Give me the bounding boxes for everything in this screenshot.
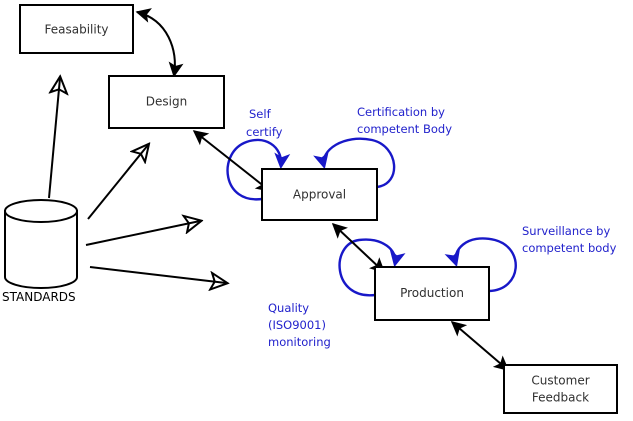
certification-line2: competent Body <box>357 122 452 136</box>
surveillance-line1: Surveillance by <box>522 224 610 238</box>
node-customer-feedback[interactable]: Customer Feedback <box>503 364 618 414</box>
connection-design-approval <box>192 130 272 192</box>
design-box[interactable] <box>108 75 225 129</box>
datastore-standards[interactable]: STANDARDS <box>2 199 78 304</box>
node-production[interactable]: Production <box>374 266 490 321</box>
connection-production-customer-feedback <box>450 321 510 371</box>
loop-surveillance-competent-body <box>444 237 517 293</box>
node-feasability[interactable]: Feasability <box>19 4 134 54</box>
customer-feedback-label-line1: Customer <box>531 374 589 388</box>
loop-certification-competent-body <box>313 137 396 189</box>
connection-feasability-design <box>135 8 184 78</box>
annotation-self-certify: Self certify <box>246 107 283 139</box>
annotation-certification-by-competent-body: Certification by competent Body <box>357 105 452 136</box>
connection-standards-feasability <box>48 78 60 199</box>
self-certify-line1: Self <box>249 107 272 121</box>
approval-label: Approval <box>293 188 346 202</box>
quality-line3: monitoring <box>268 335 331 349</box>
standards-cylinder-top[interactable] <box>4 199 78 223</box>
production-box[interactable] <box>374 266 490 321</box>
connection-approval-production <box>331 222 386 274</box>
approval-box[interactable] <box>261 168 378 221</box>
certification-line1: Certification by <box>357 105 445 119</box>
node-design[interactable]: Design <box>108 75 225 129</box>
design-label: Design <box>146 95 187 109</box>
annotation-quality-iso9001-monitoring: Quality (ISO9001) monitoring <box>268 301 331 349</box>
annotation-surveillance-by-competent-body: Surveillance by competent body <box>522 224 617 255</box>
customer-feedback-label-line2: Feedback <box>532 391 589 405</box>
connection-standards-production <box>89 266 226 283</box>
connection-standards-design <box>87 145 148 220</box>
customer-feedback-box[interactable] <box>503 364 618 414</box>
standards-cylinder-body[interactable] <box>4 210 78 289</box>
feasability-label: Feasability <box>44 23 108 37</box>
surveillance-line2: competent body <box>522 241 617 255</box>
feasability-box[interactable] <box>19 4 134 54</box>
connection-standards-approval <box>85 221 200 246</box>
production-label: Production <box>400 286 464 300</box>
standards-label: STANDARDS <box>2 290 76 304</box>
node-approval[interactable]: Approval <box>261 168 378 221</box>
self-certify-line2: certify <box>246 125 283 139</box>
quality-line2: (ISO9001) <box>268 318 326 332</box>
quality-line1: Quality <box>268 301 309 315</box>
